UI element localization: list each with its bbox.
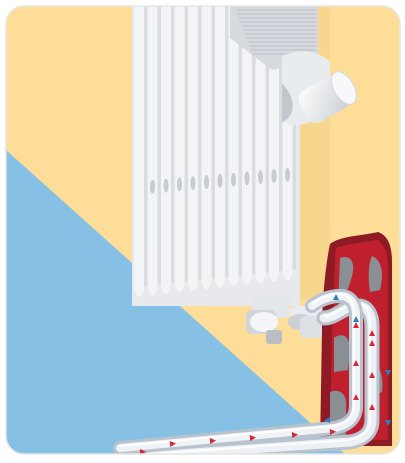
radiator-fin (229, 6, 239, 287)
radiator-fin (148, 6, 158, 296)
radiator-fin-gap (171, 6, 175, 283)
radiator-fin-gap (225, 6, 229, 277)
radiator-fin-slot (164, 179, 169, 193)
radiator-fin-slot (231, 173, 236, 187)
radiator-fin-gap (212, 6, 216, 279)
radiator (132, 6, 318, 306)
radiator-fin-gap (144, 6, 148, 286)
radiator-fin (134, 6, 144, 297)
radiator-fin-gap (198, 6, 202, 280)
radiator-fin-slot (218, 174, 223, 188)
radiator-fin (161, 6, 171, 294)
radiator-fin-slot (204, 175, 209, 189)
radiator-fin-slot (150, 180, 155, 194)
radiator-fin-slot (258, 170, 263, 184)
radiator-fin (175, 6, 185, 293)
radiator-fin-gap (185, 6, 189, 282)
radiator-fin (215, 6, 225, 288)
radiator-fin-slot (177, 177, 182, 191)
radiator-fin-slot (191, 176, 196, 190)
radiator-fin-slot (245, 171, 250, 185)
radiator-fin (202, 6, 212, 290)
radiator-fin (188, 6, 198, 291)
radiator-fin-gap (158, 6, 162, 285)
radiator-fin-slot (285, 168, 290, 182)
insulation-gray-band (334, 335, 350, 372)
radiator-fin-slot (272, 169, 277, 183)
